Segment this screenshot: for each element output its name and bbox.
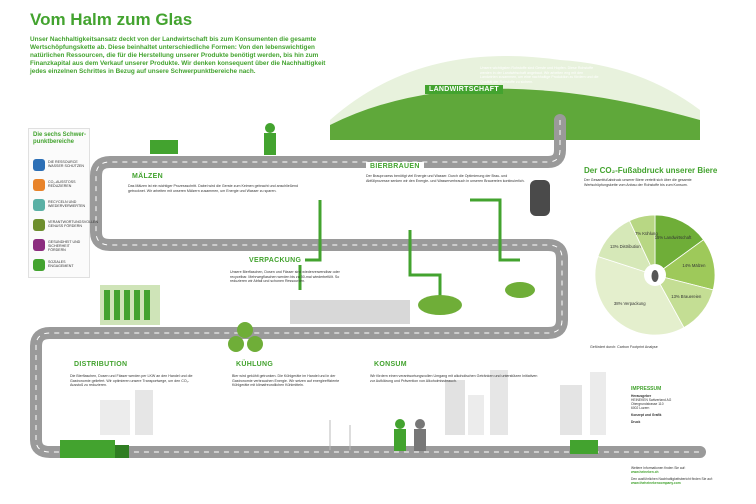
recycle-icon	[33, 199, 45, 211]
pie-slice-label: 15% Landwirtschaft	[654, 234, 692, 240]
link-caption: Weitere Informationen finden Sie auf:	[631, 466, 686, 470]
verpackung-description: Unsere Bierflaschen, Dosen und Fässer si…	[230, 270, 340, 284]
impressum-title: IMPRESSUM	[631, 386, 662, 392]
stage-label-verpackung: VERPACKUNG	[245, 256, 306, 265]
legend-item-label: GESUNDHEIT UND SICHERHEIT FÖRDERN	[48, 240, 81, 253]
impressum-links: Weitere Informationen finden Sie auf: ww…	[631, 466, 741, 485]
pie-slice-label: 14% Mälzen	[682, 262, 706, 268]
konsum-description: Wir fördern einen verantwortungsvollen U…	[370, 374, 538, 383]
impressum-line: Druck	[631, 420, 641, 424]
legend-item-label: SOZIALES ENGAGEMENT	[48, 260, 74, 269]
footprint-sole	[651, 270, 659, 282]
kuehlung-description: Bier wird gekühlt getrunken. Die Kühlger…	[232, 374, 340, 388]
co2-description: Der Gesamtfußabdruck unserer Biere verte…	[584, 178, 692, 187]
legend-title: Die sechs Schwer-punktbereiche	[33, 132, 87, 145]
stage-label-landwirtschaft: LANDWIRTSCHAFT	[425, 85, 503, 94]
pie-slice-label: 13% Distribution	[610, 243, 641, 249]
bierbrauen-description: Der Brauprozess benötigt viel Energie un…	[366, 174, 525, 183]
focus-areas-legend: Die sechs Schwer-punktbereiche DIE RESSO…	[28, 128, 99, 278]
co2-pie-chart	[594, 214, 716, 336]
pie-slice-label: 38% Verpackung	[613, 300, 646, 306]
report-link[interactable]: www.theheinekencompany.com	[631, 481, 681, 485]
legend-item-water: DIE RESSOURCE WASSER SCHÜTZEN	[33, 159, 89, 173]
stage-label-distribution: DISTRIBUTION	[70, 360, 132, 369]
co2-source: Gefördert durch: Carbon Footprint Analys…	[590, 345, 658, 349]
legend-item-co2: CO₂-AUSSTOSS REDUZIEREN	[33, 179, 89, 193]
landwirtschaft-description: Unsere wichtigsten Rohstoffe sind Gerste…	[480, 66, 599, 84]
water-drop-icon	[33, 159, 45, 171]
maelzen-description: Das Mälzen ist ein wichtiger Prozessschr…	[128, 184, 298, 193]
legend-item-social: SOZIALES ENGAGEMENT	[33, 259, 89, 273]
co2-pie-labels: 15% Landwirtschaft 14% Mälzen 13% Brauerei…	[590, 210, 720, 340]
pie-slice-label: 13% Brauereien	[671, 294, 702, 300]
heart-icon	[33, 259, 45, 271]
pie-slice-mälzen	[654, 239, 716, 291]
legend-item-health: GESUNDHEIT UND SICHERHEIT FÖRDERN	[33, 239, 89, 253]
page-title: Vom Halm zum Glas	[30, 10, 193, 29]
impressum-line: Obergrundstrasse 110	[631, 402, 664, 406]
legend-item-label: CO₂-AUSSTOSS REDUZIEREN	[48, 180, 76, 189]
pie-slice-kühlung	[628, 214, 656, 276]
shield-icon	[33, 239, 45, 251]
legend-item-label: VERANTWORTUNGSVOLLEN GENUSS FÖRDERN	[48, 220, 99, 229]
glass-icon	[33, 219, 45, 231]
legend-item-responsible: VERANTWORTUNGSVOLLEN GENUSS FÖRDERN	[33, 219, 99, 233]
impressum-line: HEINEKEN Switzerland AG	[631, 398, 672, 402]
website-link[interactable]: www.heineken.ch	[631, 470, 659, 474]
impressum-line: Konzept und Grafik	[631, 413, 662, 417]
impressum-lines: Herausgeber HEINEKEN Switzerland AG Ober…	[631, 394, 711, 424]
intro-text: Unser Nachhaltigkeitsansatz deckt von de…	[30, 36, 326, 75]
stage-label-konsum: KONSUM	[370, 360, 411, 369]
distribution-description: Die Bierflaschen, Dosen und Fässer werde…	[70, 374, 193, 388]
legend-item-recycle: RECYCELN UND WIEDERVERWERTEN	[33, 199, 89, 213]
co2-title: Der CO₂-Fußabdruck unserer Biere	[584, 166, 718, 175]
pie-slice-landwirtschaft	[654, 214, 705, 276]
impressum-line: 6002 Luzern	[631, 406, 650, 410]
link-caption: Den ausführlichen Nachhaltigkeitsbericht…	[631, 477, 713, 481]
co2-icon	[33, 179, 45, 191]
legend-item-label: DIE RESSOURCE WASSER SCHÜTZEN	[48, 160, 85, 169]
pie-slice-label: 7% Kühlung	[635, 231, 658, 237]
stage-landwirtschaft-text: Unsere wichtigsten Rohstoffe sind Gerste…	[480, 66, 600, 84]
stage-label-kuehlung: KÜHLUNG	[232, 360, 278, 369]
stage-label-bierbrauen: BIERBRAUEN	[366, 162, 424, 171]
impressum-line: Herausgeber	[631, 394, 652, 398]
pie-slice-verpackung	[594, 255, 685, 336]
legend-item-label: RECYCELN UND WIEDERVERWERTEN	[48, 200, 86, 209]
stage-label-maelzen: MÄLZEN	[128, 172, 167, 181]
